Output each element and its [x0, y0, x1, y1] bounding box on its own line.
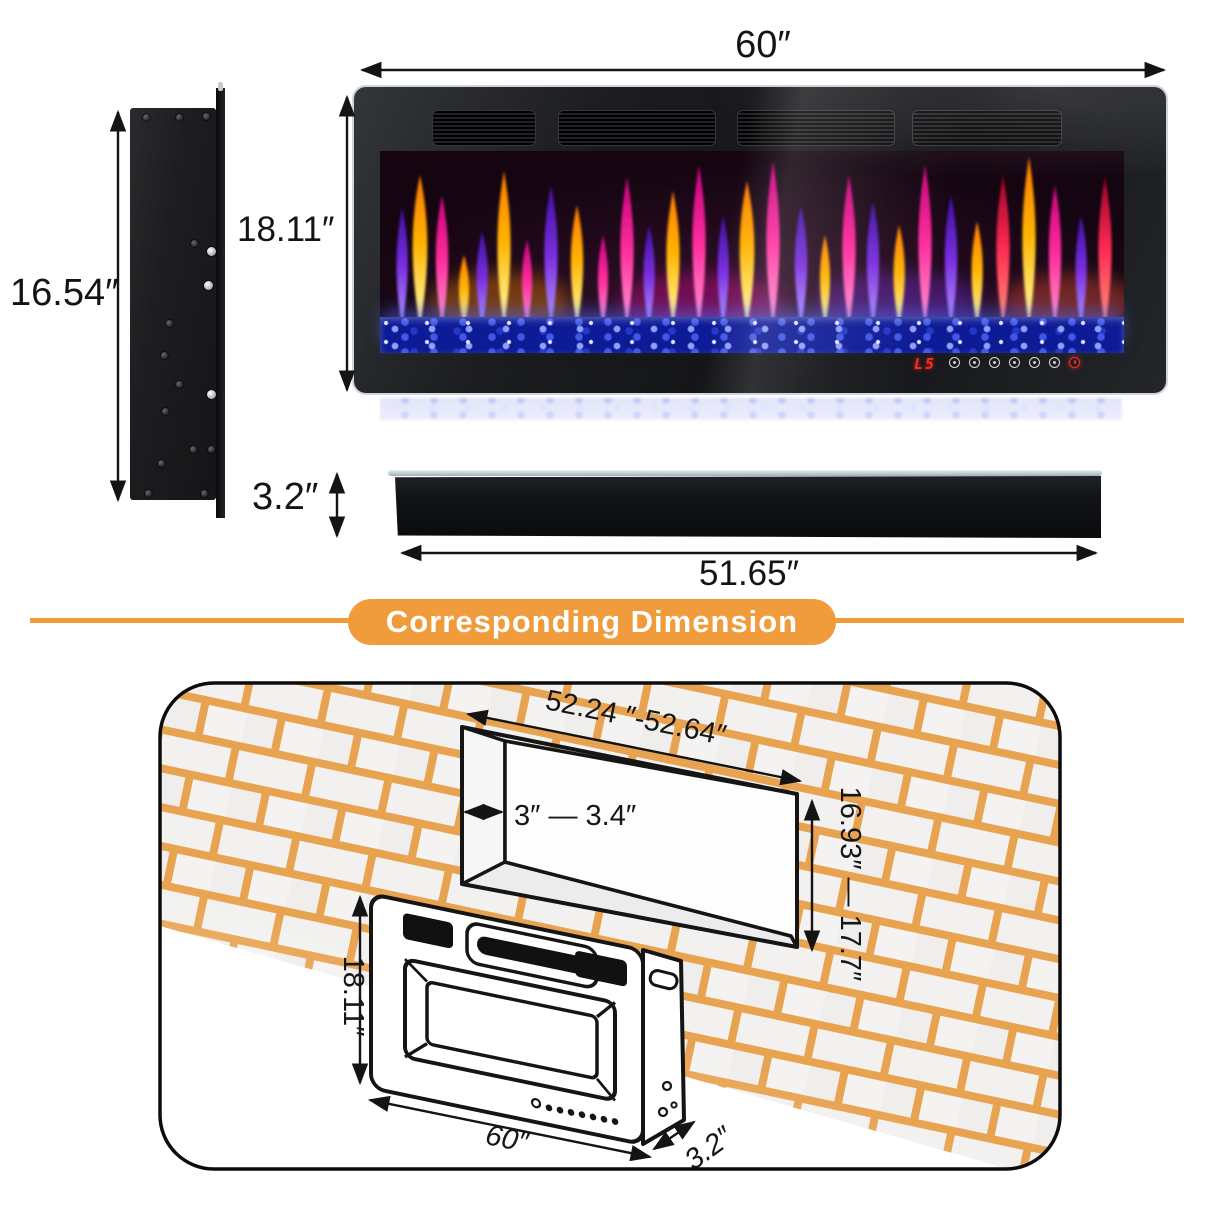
screw — [203, 113, 210, 120]
niche-depth-label: 3″ — 3.4″ — [514, 800, 636, 832]
unit-side-slot — [648, 969, 679, 991]
crystal-ember-bed — [380, 317, 1124, 353]
screw — [176, 381, 183, 388]
unit-width-label: 60″ — [483, 1119, 533, 1159]
flame-color-icon — [1009, 357, 1020, 368]
screw — [143, 114, 150, 121]
niche-opening-outline — [460, 725, 799, 949]
fireplace-front-photo: L5 — [352, 85, 1168, 395]
unit-width-arrow — [367, 1095, 653, 1162]
flame-display — [380, 151, 1140, 353]
unit-control-button — [530, 1097, 542, 1109]
screw — [207, 247, 216, 256]
banner-pill: Corresponding Dimension — [348, 599, 836, 645]
side-view-flange-tip — [218, 82, 223, 91]
niche-width-arrow — [465, 709, 803, 786]
wall-installation-panel: 52.24 ″-52.64″ 3″ — 3.4″ 16.93″ — 17.7″ … — [158, 681, 1062, 1177]
unit-depth-arrow — [652, 1120, 696, 1151]
flame-level-display: L5 — [914, 355, 937, 373]
reflection-fade — [350, 396, 1170, 484]
side-view-front-flange — [216, 88, 225, 518]
heat-vent — [558, 110, 716, 146]
heat-vent — [737, 110, 895, 146]
media-icon — [1049, 357, 1060, 368]
flame-icon — [989, 357, 1000, 368]
power-icon — [1069, 357, 1080, 368]
unit-window-frame — [403, 958, 617, 1101]
unit-height-label: 18.11″ — [337, 956, 369, 1037]
heater-icon — [949, 357, 960, 368]
screw — [190, 446, 197, 453]
screw — [161, 352, 168, 359]
unit-depth-label: 3.2″ — [679, 1120, 740, 1177]
glass-bottom-edge — [388, 470, 1102, 476]
niche-left-wall — [460, 725, 507, 886]
brick-wall — [160, 683, 1060, 1169]
heat-vent — [432, 110, 536, 146]
unit-vent — [575, 951, 627, 987]
front-width-label: 60″ — [735, 24, 791, 66]
timer-icon — [969, 357, 980, 368]
front-height-label: 18.11″ — [237, 210, 335, 249]
flame-tongues — [396, 157, 1112, 327]
niche-height-label: 16.93″ — 17.7″ — [834, 787, 866, 982]
niche-back-panel — [503, 739, 799, 949]
wall-niche — [460, 725, 799, 949]
brightness-icon — [1029, 357, 1040, 368]
screw — [201, 490, 208, 497]
screw — [158, 460, 165, 467]
screw — [162, 408, 169, 415]
recessed-base-slab — [395, 476, 1101, 538]
side-view-panel — [130, 108, 216, 500]
base-depth-label: 3.2″ — [252, 476, 319, 518]
unit-frame-bevels — [404, 958, 617, 1102]
niche-width-label: 52.24 ″-52.64″ — [543, 684, 729, 752]
unit-side-face — [641, 948, 686, 1146]
unit-front-face — [369, 894, 645, 1144]
screw — [191, 240, 198, 247]
unit-window-inner — [425, 980, 599, 1080]
unit-vent-slot — [477, 936, 585, 974]
side-height-label: 16.54″ — [10, 272, 119, 314]
screw — [145, 490, 152, 497]
unit-control-dots — [545, 1104, 619, 1125]
unit-screw-hole — [657, 1106, 669, 1118]
niche-sill — [460, 860, 799, 949]
screw — [166, 320, 173, 327]
screw — [207, 390, 216, 399]
unit-screw-hole — [670, 1101, 678, 1109]
screw — [204, 281, 213, 290]
unit-screw-hole — [661, 1080, 673, 1092]
heat-vent — [912, 110, 1062, 146]
fireplace-unit-drawing — [369, 894, 686, 1146]
panel-border — [158, 681, 1062, 1171]
flames-graphic — [396, 157, 1140, 333]
unit-vent-bezel — [465, 922, 599, 989]
dimension-arrows-wall — [351, 709, 821, 1162]
screw — [208, 446, 215, 453]
screw — [176, 114, 183, 121]
touch-control-panel: L5 — [354, 355, 1166, 375]
base-width-label: 51.65″ — [699, 554, 799, 593]
unit-vent — [403, 913, 453, 949]
